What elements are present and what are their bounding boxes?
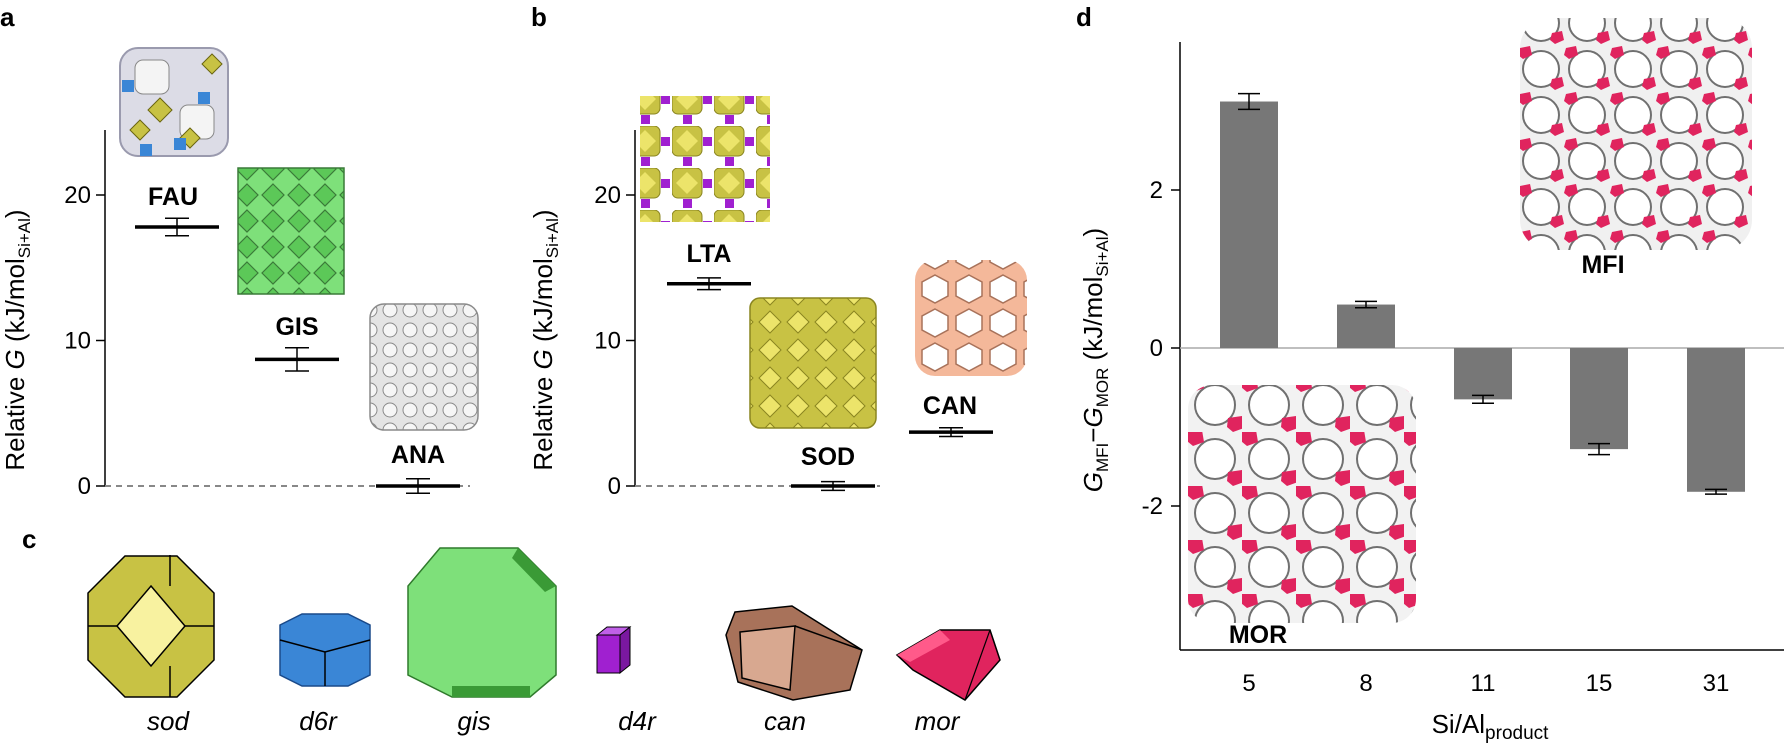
can-label: CAN: [923, 392, 977, 420]
lta-structure-image: [640, 96, 770, 222]
panel-d-bars: [1220, 92, 1745, 495]
x-tick-label: 15: [1586, 670, 1613, 697]
y-tick-label: 20: [594, 182, 621, 209]
panel-d-xlabel: Si/Alproduct: [1432, 709, 1550, 744]
panel-b-marks: [667, 277, 993, 492]
lta-label: LTA: [687, 240, 732, 268]
cage-label-gis: gis: [457, 706, 490, 736]
sod-label: SOD: [801, 443, 855, 471]
can-cage-image: [725, 605, 863, 701]
y-tick-label: 2: [1150, 177, 1163, 204]
sod-cage-image: [87, 555, 215, 698]
can-structure-image: [915, 260, 1027, 376]
level-fau: [135, 217, 219, 237]
level-ana: [376, 477, 460, 495]
d4r-cage-image: [595, 625, 632, 675]
ana-structure-image: [369, 303, 479, 431]
y-tick-label: -2: [1142, 493, 1163, 520]
panel-a-marks: [135, 217, 460, 495]
panel-c-cages: sod d6r gis d4r can mor: [87, 547, 1001, 736]
cage-label-d6r: d6r: [299, 706, 338, 736]
bar-si-al-15: [1570, 348, 1628, 450]
y-tick-label: 0: [78, 473, 91, 500]
panel-d-ticks: -2 0 2 5 8 11 15 31: [1142, 177, 1730, 697]
mfi-structure-image: [1520, 18, 1752, 250]
ana-label: ANA: [391, 441, 445, 469]
panel-label-c: c: [22, 524, 36, 554]
mor-structure-image: [1188, 385, 1416, 623]
panel-b-ylabel: Relative G (kJ/molSi+Al): [528, 209, 562, 470]
panel-label-a: a: [0, 2, 15, 32]
cage-label-d4r: d4r: [618, 706, 657, 736]
fau-structure-image: [119, 47, 229, 157]
x-tick-label: 8: [1359, 670, 1372, 697]
bar-si-al-8: [1337, 304, 1395, 348]
gis-cage-image: [407, 547, 557, 698]
y-tick-label: 0: [1150, 335, 1163, 362]
bar-si-al-11: [1454, 348, 1512, 400]
panel-a-ylabel: Relative G (kJ/molSi+Al): [0, 209, 34, 470]
fau-label: FAU: [148, 183, 198, 211]
cage-label-can: can: [764, 706, 806, 736]
y-tick-label: 10: [64, 328, 91, 355]
panel-d-chart: GMFI−GMOR (kJ/molSi+Al) -2 0 2 5 8 11 15 31 Si/…: [1078, 18, 1784, 744]
level-sod: [791, 480, 875, 492]
y-tick-label: 0: [608, 473, 621, 500]
level-lta: [667, 277, 751, 291]
x-tick-label: 31: [1703, 670, 1730, 697]
cage-label-mor: mor: [915, 706, 961, 736]
panel-a-y-ticks: 0 10 20: [64, 182, 105, 500]
gis-structure-image: [237, 167, 345, 295]
d6r-cage-image: [279, 613, 371, 687]
mfi-label: MFI: [1581, 251, 1624, 279]
sod-structure-image: [749, 297, 877, 429]
gis-label: GIS: [275, 313, 318, 341]
y-tick-label: 10: [594, 328, 621, 355]
x-tick-label: 5: [1242, 670, 1255, 697]
level-gis: [255, 347, 339, 372]
level-can: [909, 427, 993, 438]
panel-d-ylabel: GMFI−GMOR (kJ/molSi+Al): [1078, 228, 1112, 492]
cage-label-sod: sod: [147, 706, 190, 736]
mor-label: MOR: [1229, 621, 1287, 649]
mor-cage-image: [895, 629, 1001, 701]
bar-si-al-31: [1687, 348, 1745, 492]
panel-label-b: b: [531, 2, 547, 32]
panel-b-chart: Relative G (kJ/molSi+Al) 0 10 20 LTA SOD C…: [528, 96, 1027, 500]
bar-si-al-5: [1220, 101, 1278, 349]
panel-b-y-ticks: 0 10 20: [594, 182, 635, 500]
panel-label-d: d: [1076, 2, 1092, 32]
x-tick-label: 11: [1471, 670, 1496, 697]
y-tick-label: 20: [64, 182, 91, 209]
